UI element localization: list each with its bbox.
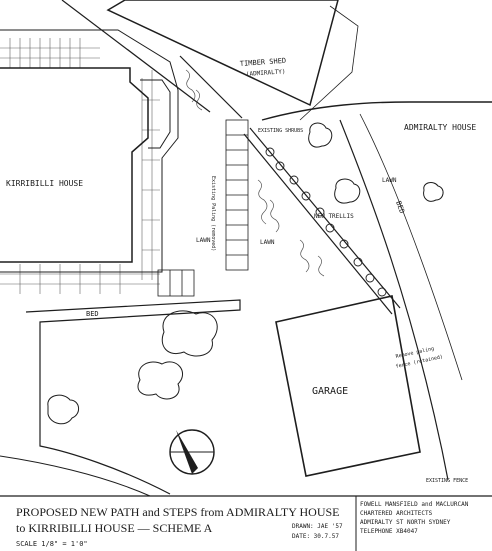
shrubs-label: EXISTING SHRUBS (258, 128, 303, 134)
lawn-label-c: LAWN (382, 177, 397, 184)
admiralty-house-label: ADMIRALTY HOUSE (404, 123, 476, 132)
garage-label: GARAGE (312, 386, 348, 397)
drawing-scale: SCALE 1/8" = 1'0" (16, 540, 88, 548)
architects-line3: ADMIRALTY ST NORTH SYDNEY (360, 519, 451, 526)
new-steps (157, 119, 249, 297)
kirribilli-terrace (0, 29, 179, 273)
timber-shed-outline (106, 0, 339, 107)
existing-paling-label: Existing Paling (removed) (210, 176, 216, 251)
lower-path-curve (0, 455, 151, 497)
trellis-posts (265, 147, 387, 297)
drawing-date: DATE: 30.7.57 (292, 533, 339, 540)
title-block: PROPOSED NEW PATH and STEPS from ADMIRAL… (0, 495, 492, 551)
drawn-by: DRAWN: JAE '57 (292, 523, 343, 530)
admiralty-garden-edge (339, 119, 449, 481)
garage-outline (275, 295, 421, 477)
bed-label: BED (86, 310, 99, 318)
architects-line4: TELEPHONE XB4047 (360, 528, 418, 535)
existing-fence-label: EXISTING FENCE (426, 478, 468, 484)
boundary-walls (61, 0, 401, 315)
admiralty-house-outline (261, 101, 492, 121)
shed-enclosure (299, 5, 359, 121)
admiralty-garden-edge-2 (359, 113, 463, 381)
kirribilli-bay (140, 79, 171, 149)
architects-line1: FOWELL MANSFIELD and MACLURCAN (360, 501, 469, 508)
north-arrow (169, 429, 215, 475)
timber-shed-label: TIMBER SHED (240, 57, 287, 68)
lower-garden-wall (25, 299, 241, 495)
drawing-title-line1: PROPOSED NEW PATH and STEPS from ADMIRAL… (16, 505, 339, 519)
lawn-label-b: LAWN (260, 239, 275, 246)
paving-grid (0, 38, 160, 294)
lawn-label-a: LAWN (196, 237, 211, 244)
timber-shed-sublabel: (ADMIRALTY) (246, 68, 286, 78)
drawing-title-line2: to KIRRIBILLI HOUSE — SCHEME A (16, 521, 213, 535)
planting-texture (185, 69, 325, 277)
shrubs (47, 122, 444, 425)
architects-line2: CHARTERED ARCHITECTS (360, 510, 433, 517)
bed-label-right: BED (394, 200, 406, 215)
new-trellis-label: NEW TRELLIS (314, 213, 354, 220)
kirribilli-house-label: KIRRIBILLI HOUSE (6, 179, 83, 188)
kirribilli-house-outline (0, 67, 149, 263)
